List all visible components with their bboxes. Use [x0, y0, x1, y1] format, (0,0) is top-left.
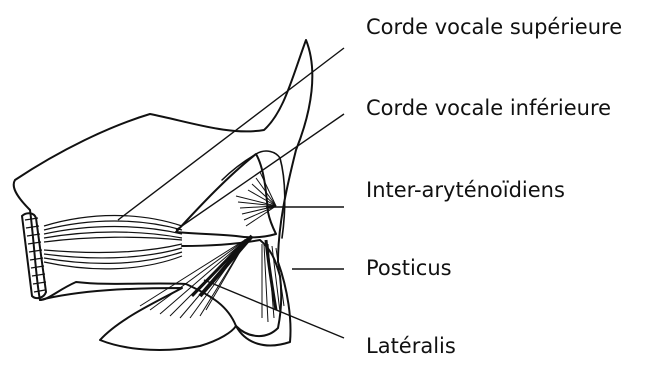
thyroid-cartilage-outline — [14, 40, 313, 345]
label-corde-vocale-inferieure: Corde vocale inférieure — [366, 98, 611, 119]
lower-cartilage-outline — [40, 288, 236, 350]
leader-line-corde-superieure — [118, 48, 344, 220]
label-corde-vocale-superieure: Corde vocale supérieure — [366, 17, 622, 38]
label-lateralis: Latéralis — [366, 336, 456, 357]
vocal-cords — [44, 216, 182, 269]
label-inter-arytenoidiens: Inter-aryténoïdiens — [366, 180, 565, 201]
label-posticus: Posticus — [366, 258, 452, 279]
